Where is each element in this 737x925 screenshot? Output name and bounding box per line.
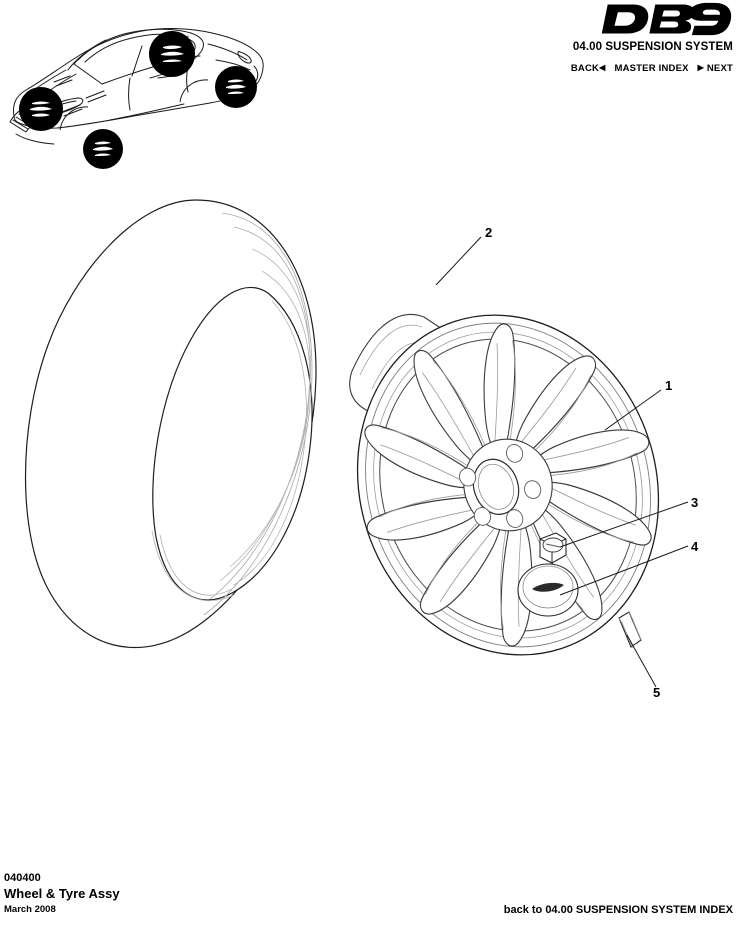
rear-right-wheel-marker — [215, 66, 257, 108]
callout-1: 1 — [665, 378, 672, 393]
front-left-wheel-marker — [19, 87, 63, 131]
document-date: March 2008 — [4, 904, 56, 916]
centre-badge-part — [517, 563, 579, 617]
next-arrow-icon[interactable]: ▶ — [697, 63, 705, 72]
balance-weight-part — [618, 611, 642, 649]
road-wheel-part — [349, 313, 660, 656]
nav-back-button[interactable]: BACK — [570, 63, 600, 74]
callout-4: 4 — [691, 539, 699, 554]
callout-5: 5 — [653, 685, 660, 700]
nav-master-index-button[interactable]: MASTER INDEX — [614, 63, 689, 74]
part-number: 040400 — [4, 871, 41, 884]
page-header: 04.00 SUSPENSION SYSTEM BACK◀ MASTER INDE… — [413, 0, 733, 74]
wheel-location-markers — [19, 31, 257, 169]
wheel-tyre-exploded-diagram: 2 1 3 4 5 — [24, 199, 699, 700]
rear-left-wheel-marker — [83, 129, 123, 169]
callout-numbers: 2 1 3 4 5 — [485, 225, 699, 700]
callout-2: 2 — [485, 225, 492, 240]
callout-leader-lines — [435, 236, 689, 688]
footer-left: 040400 Wheel & Tyre Assy March 2008 — [4, 871, 120, 917]
system-title: 04.00 SUSPENSION SYSTEM — [572, 41, 733, 53]
nav-next-button[interactable]: NEXT — [706, 63, 733, 74]
car-location-thumbnail — [9, 28, 264, 169]
db9-logo — [601, 2, 731, 36]
callout-3: 3 — [691, 495, 698, 510]
tyre-part — [24, 199, 317, 648]
wheel-nut-part — [539, 532, 567, 564]
back-to-index-link[interactable]: back to 04.00 SUSPENSION SYSTEM INDEX — [503, 904, 733, 916]
nav-bar: BACK◀ MASTER INDEX ▶ NEXT — [413, 63, 733, 74]
front-right-wheel-marker — [149, 31, 195, 77]
back-arrow-icon[interactable]: ◀ — [599, 63, 606, 72]
page-title: Wheel & Tyre Assy — [4, 886, 120, 902]
